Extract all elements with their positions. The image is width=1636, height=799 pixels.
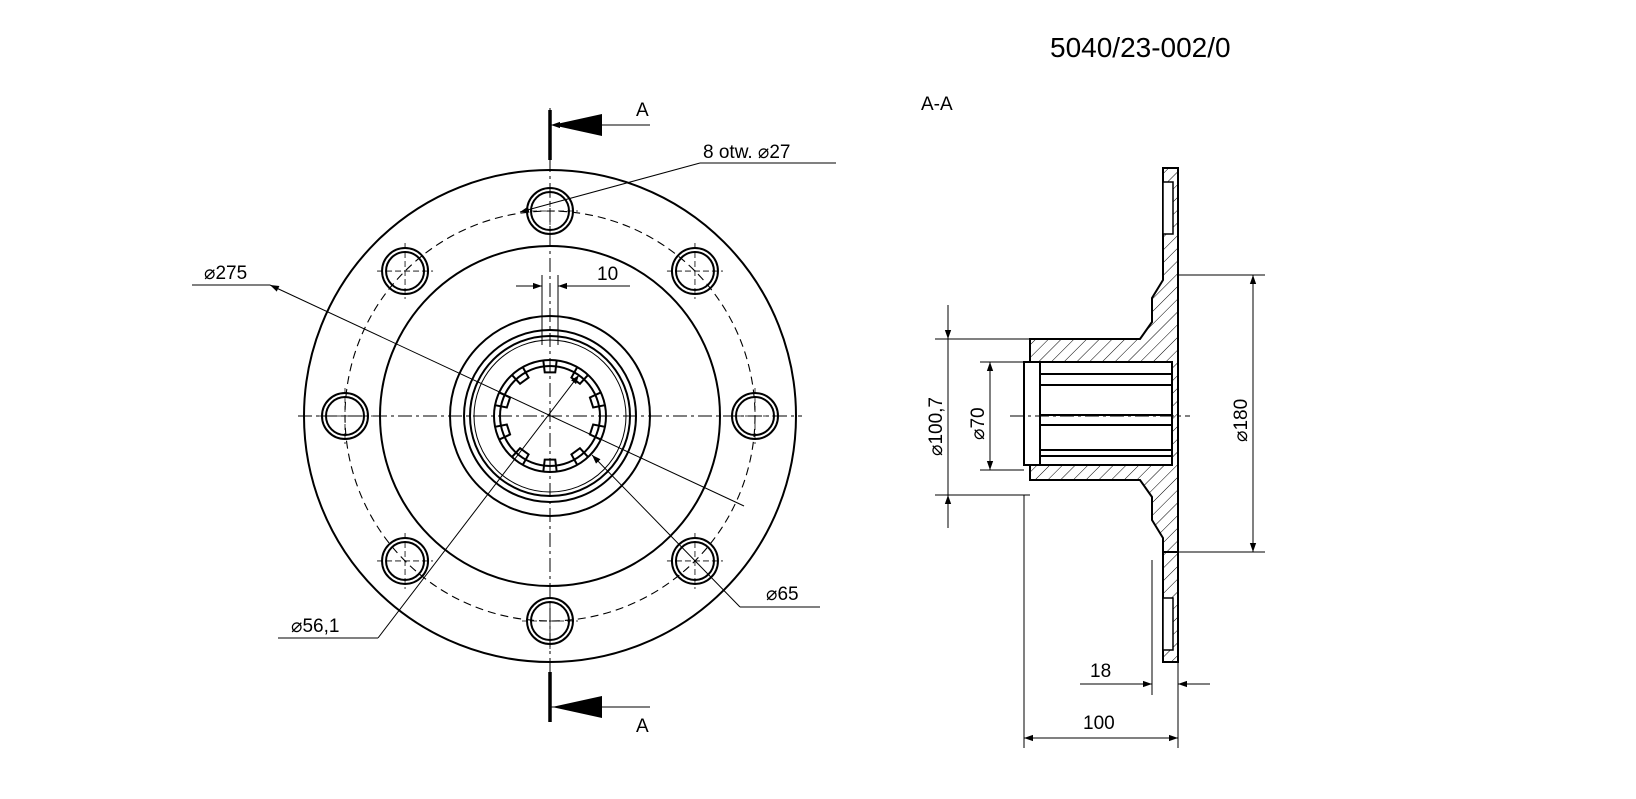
bolt-hole	[377, 243, 434, 300]
spline-tooth	[542, 458, 558, 472]
spline-tooth	[511, 446, 530, 466]
hub-ring-2	[469, 335, 631, 497]
hub-ring-1	[463, 329, 637, 503]
spline-bore	[1023, 361, 1173, 466]
section-bore-label: ⌀70	[968, 407, 989, 440]
spline-tooth	[588, 391, 606, 409]
bolt-hole	[522, 183, 578, 239]
section-title: A-A	[921, 94, 953, 115]
bolt-hole	[377, 532, 434, 589]
flange-slot-bottom-cut	[1162, 597, 1174, 651]
bolt-hole	[666, 243, 723, 300]
bore-dim-leader	[591, 454, 741, 608]
spline-tooth	[511, 366, 530, 386]
holes-note-leader	[519, 162, 701, 213]
flange-slot-top	[1162, 181, 1174, 235]
spline-teeth	[494, 360, 606, 472]
outer-diameter-label: ⌀275	[204, 263, 247, 284]
pilot-diameter-label: ⌀180	[1231, 399, 1252, 442]
hub-ring-3	[473, 339, 627, 493]
pilot-circle	[379, 245, 721, 587]
bore-diameter-label: ⌀65	[766, 584, 799, 605]
section-marker-bottom: A	[636, 716, 649, 737]
spline-tooth	[570, 446, 589, 466]
spline-diameter-label: ⌀56,1	[291, 616, 339, 637]
bolt-holes	[317, 183, 783, 649]
flange-thickness-label: 18	[1090, 661, 1111, 682]
holes-note: 8 otw. ⌀27	[703, 142, 791, 163]
section-view: A-A ⌀100,7 ⌀70 ⌀180	[921, 94, 1265, 748]
section-body	[1029, 167, 1179, 553]
length-label: 100	[1083, 713, 1115, 734]
drawing-number: 5040/23-002/0	[1050, 32, 1231, 63]
spline-outer-circle	[493, 359, 607, 473]
spline-dim-leader	[377, 374, 580, 639]
bolt-hole	[727, 388, 783, 444]
width-label: 10	[597, 264, 618, 285]
hub-diameter-label: ⌀100,7	[926, 397, 947, 456]
outer-dim-leader	[269, 284, 745, 507]
spline-tooth	[494, 423, 512, 441]
outer-flange-circle	[303, 169, 797, 663]
front-view: A A 8 otw. ⌀27 ⌀275 10 ⌀56,1 ⌀65	[192, 100, 836, 737]
section-marker-top: A	[636, 100, 649, 121]
section-arrowhead-bottom	[552, 696, 602, 718]
spline-tooth	[542, 360, 558, 374]
spline-inner-circle	[499, 365, 601, 467]
bolt-hole	[317, 388, 373, 444]
spline-tooth	[494, 391, 512, 409]
bolt-hole	[522, 593, 578, 649]
hub-outer-circle	[449, 315, 651, 517]
section-arrowhead-top	[552, 114, 602, 136]
